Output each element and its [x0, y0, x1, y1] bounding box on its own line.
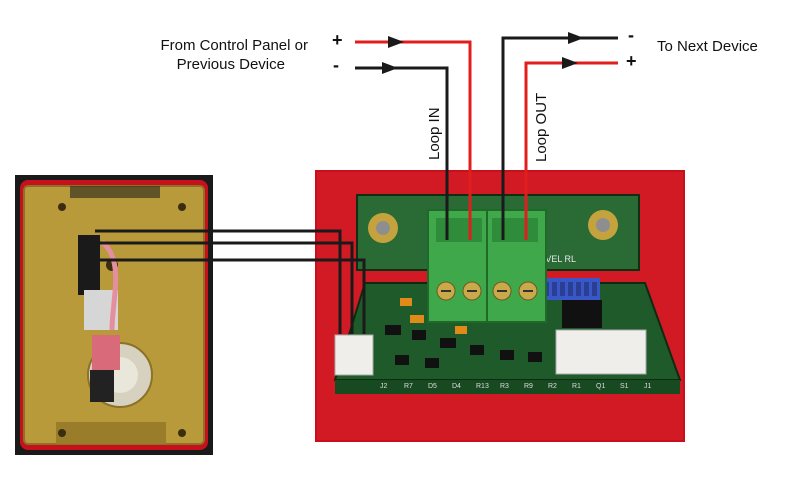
dest-plus-sign: +	[626, 51, 637, 71]
arrow-icon	[562, 57, 578, 69]
component-label: R13	[476, 383, 489, 390]
dest-label: To Next Device	[657, 38, 758, 55]
component-label: R1	[572, 383, 581, 390]
arrow-icon	[568, 32, 584, 44]
component-label: Q1	[596, 383, 605, 390]
loop-out-positive-wire	[524, 61, 618, 240]
wire-arrows	[382, 32, 584, 74]
component-label: S1	[620, 383, 629, 390]
component-label: R3	[500, 383, 509, 390]
source-plus-sign: +	[332, 30, 343, 50]
loop-out-label: Loop OUT	[533, 92, 550, 162]
arrow-icon	[388, 36, 404, 48]
component-label: R9	[524, 383, 533, 390]
dest-minus-sign: -	[628, 25, 634, 45]
arrow-icon	[382, 62, 398, 74]
component-label: D5	[428, 383, 437, 390]
relay-module: AVEL RL	[315, 170, 685, 442]
source-minus-sign: -	[333, 55, 339, 75]
loop-in-label: Loop IN	[426, 107, 443, 160]
detector-base	[15, 175, 213, 455]
component-label: J1	[644, 383, 652, 390]
component-label: D4	[452, 383, 461, 390]
component-label: R2	[548, 383, 557, 390]
source-label-line2: Previous Device	[176, 56, 285, 73]
component-label: R7	[404, 383, 413, 390]
board-header-text: AVEL RL	[540, 254, 576, 264]
component-label: J2	[380, 383, 388, 390]
base-to-module-wires	[95, 229, 366, 334]
source-label-line1: From Control Panel or	[160, 37, 308, 54]
